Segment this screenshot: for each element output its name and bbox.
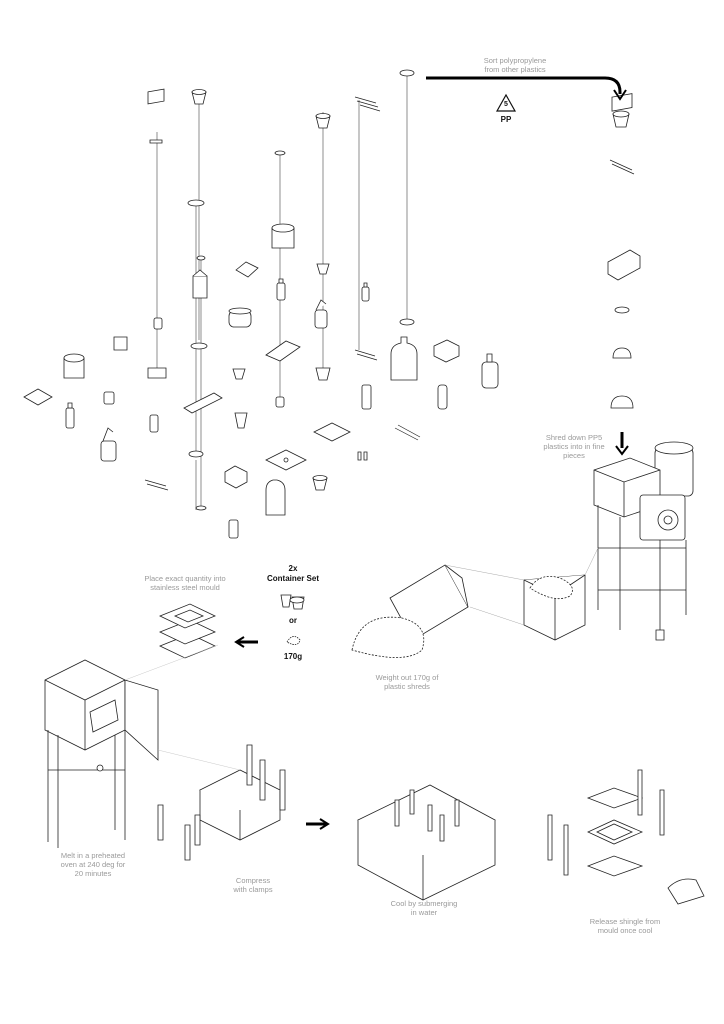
ring-icon (188, 200, 204, 206)
bottle-icon (150, 415, 158, 432)
recycle-symbol-icon (497, 95, 515, 111)
cutlery-icon (145, 480, 168, 490)
bucket-icon (64, 354, 84, 378)
spray-bottle-icon (315, 300, 327, 328)
box-icon (608, 250, 640, 280)
plastic-items (24, 70, 498, 538)
bottle-icon (66, 403, 74, 428)
tub-icon (229, 308, 251, 327)
bottle-icon (276, 397, 284, 407)
shreds-pile (352, 617, 424, 657)
step-weigh-label: Weight out 170g of plastic shreds (375, 673, 439, 691)
cutlery-icon (355, 97, 380, 111)
bottle-icon (229, 520, 238, 538)
container-icon (148, 89, 164, 143)
ring-icon (196, 506, 206, 510)
cup-icon (233, 369, 245, 379)
shredder-machine-icon (594, 442, 693, 640)
sorted-column (608, 94, 640, 408)
release-icon (548, 770, 704, 904)
tray-icon (184, 393, 222, 413)
container-qty: 2x (288, 564, 298, 573)
bottle-icon (482, 354, 498, 388)
tray-icon (148, 368, 166, 378)
recycle-code: PP (500, 115, 512, 124)
step-compress-label: Compress with clamps (233, 876, 273, 894)
bottle-icon (266, 480, 285, 515)
bottle-icon (362, 283, 369, 301)
cup-icon (316, 368, 330, 380)
lid-icon (275, 151, 285, 155)
mould-icon (266, 450, 306, 470)
arrow-down-icon (614, 90, 626, 99)
water-tank-icon (358, 785, 495, 900)
box-icon (114, 337, 127, 350)
cutlery-icon (355, 350, 377, 360)
step-shred-label: Shred down PP5 plastics into in fine pie… (543, 433, 605, 460)
sorting-lines (157, 75, 407, 510)
weighing-bins (352, 565, 585, 658)
cup-icon (317, 264, 329, 274)
ring-icon (197, 256, 205, 260)
box-icon (434, 340, 459, 362)
box-icon (225, 466, 247, 488)
bottle-icon (391, 337, 417, 380)
tray-icon (314, 423, 350, 441)
ring-icon (615, 307, 629, 313)
step-place-label: Place exact quantity into stainless stee… (144, 574, 226, 592)
cup-icon (611, 396, 633, 408)
cutlery-icon (610, 160, 634, 174)
cup-icon (613, 111, 629, 127)
mould-icon (160, 604, 215, 658)
cup-icon (104, 392, 114, 404)
sort-arrow (426, 78, 620, 94)
carton-icon (193, 270, 207, 298)
tray-icon (236, 262, 258, 277)
container-set-icon (281, 595, 304, 645)
bottle-icon (277, 279, 285, 300)
weight-option: 170g (283, 652, 303, 661)
cup-icon (154, 318, 162, 329)
step-release-label: Release shingle from mould once cool (589, 917, 661, 935)
bucket-icon (272, 224, 294, 248)
ring-icon (400, 70, 414, 76)
step-cool-label: Cool by submerging in water (390, 899, 458, 917)
step-melt-label: Melt in a preheated oven at 240 deg for … (60, 851, 126, 878)
clamp-icon (158, 745, 285, 860)
cup-icon (313, 476, 327, 491)
ring-icon (189, 451, 203, 457)
tray-icon (266, 341, 300, 361)
or-label: or (289, 616, 297, 625)
cutlery-icon (395, 425, 420, 440)
cup-icon (192, 90, 206, 105)
cup-icon (235, 413, 247, 428)
spray-bottle-icon (101, 428, 116, 461)
container-label: Container Set (266, 574, 319, 583)
container-icon (24, 389, 52, 405)
cup-icon (613, 348, 631, 358)
oven-icon (45, 660, 158, 848)
bottle-icon (362, 385, 371, 409)
step-sort-label: Sort polypropylene from other plastics (483, 56, 547, 74)
recycle-number: 5 (504, 101, 508, 108)
bottle-icon (438, 385, 447, 409)
bottle-icon (358, 452, 367, 460)
ring-icon (191, 343, 207, 349)
ring-icon (400, 319, 414, 325)
cup-icon (316, 114, 330, 129)
